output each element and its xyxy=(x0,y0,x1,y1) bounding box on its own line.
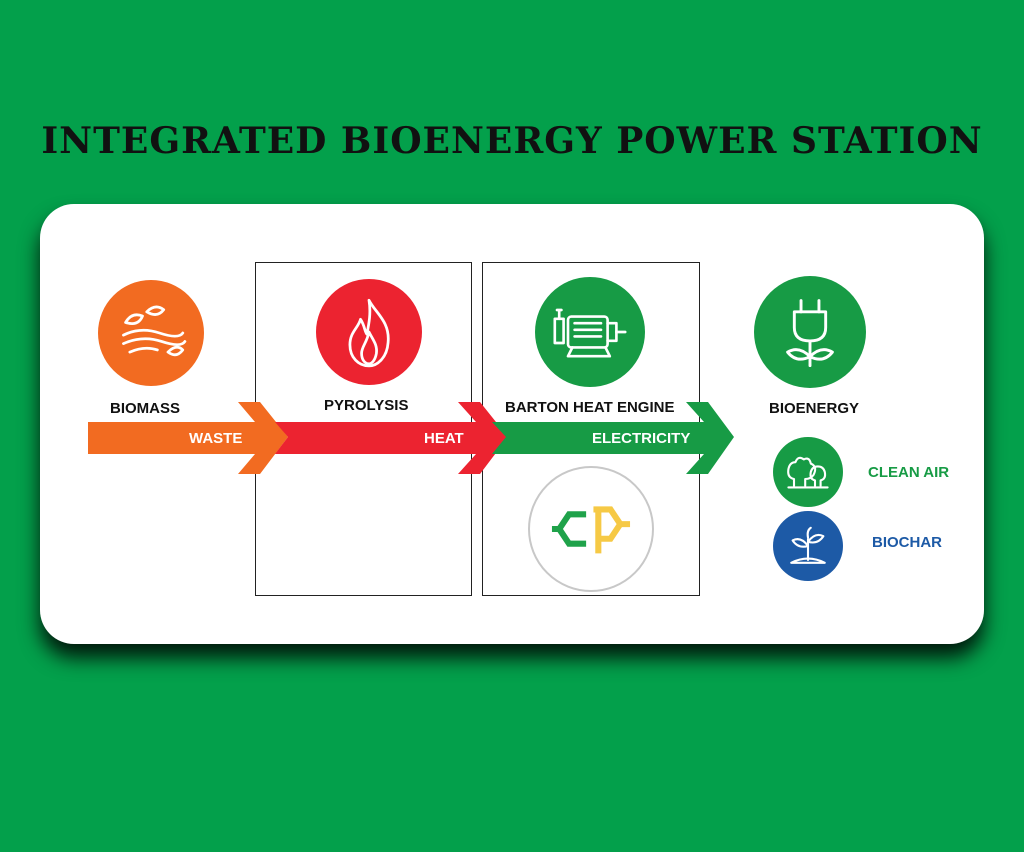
biomass-icon xyxy=(98,280,204,386)
motor-icon xyxy=(535,277,645,387)
flow-arrows xyxy=(88,402,734,474)
engine-label: BARTON HEAT ENGINE xyxy=(505,399,675,416)
pyrolysis-label: PYROLYSIS xyxy=(324,397,409,414)
waste-arrow xyxy=(88,402,288,474)
biochar-label: BIOCHAR xyxy=(872,534,942,551)
page-title: INTEGRATED BIOENERGY POWER STATION xyxy=(41,120,983,162)
heat-arrow xyxy=(275,402,508,474)
diagram-card: WASTE HEAT ELECTRICITY BIOMASS PYROLYSIS xyxy=(40,204,984,644)
electricity-label: ELECTRICITY xyxy=(592,430,691,447)
flame-icon xyxy=(316,279,422,385)
trees-icon xyxy=(773,437,843,507)
electricity-arrow xyxy=(492,402,734,474)
clean-air-label: CLEAN AIR xyxy=(868,464,950,481)
heat-label: HEAT xyxy=(424,430,464,447)
biomass-label: BIOMASS xyxy=(110,400,181,417)
sprout-icon xyxy=(773,511,843,581)
waste-label: WASTE xyxy=(189,430,243,447)
bioenergy-label: BIOENERGY xyxy=(769,400,860,417)
cp-logo-icon xyxy=(528,466,654,592)
plug-plant-icon xyxy=(754,276,866,388)
